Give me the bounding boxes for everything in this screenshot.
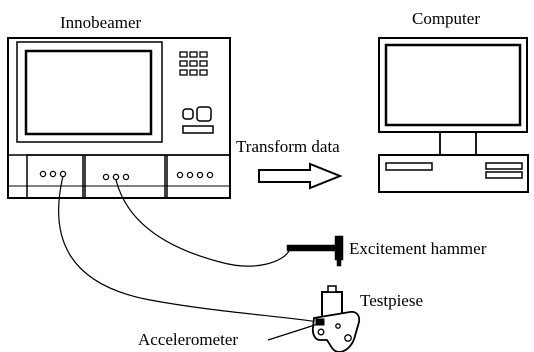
hammer-cable [115, 179, 291, 267]
connector-module-middle [84, 154, 166, 199]
accelerometer-leader-line [267, 323, 319, 341]
accelerometer-sensor [315, 318, 325, 326]
computer-drive-right-top [485, 162, 523, 170]
connector-module-left [26, 154, 84, 199]
computer-drive-left [385, 162, 433, 171]
computer-case [378, 154, 529, 193]
computer-label: Computer [412, 9, 480, 28]
transform-data-label: Transform data [236, 137, 340, 156]
hammer-tip [336, 259, 342, 267]
innobeamer-keypad [179, 51, 208, 76]
accelerometer-label: Accelerometer [138, 330, 238, 349]
computer-drive-right-bottom [485, 171, 523, 179]
hammer-label: Excitement hammer [349, 239, 487, 258]
innobeamer-screen [24, 49, 153, 136]
computer-monitor [378, 37, 528, 133]
accelerometer-cable [58, 175, 319, 323]
computer-stand [439, 131, 477, 156]
innobeamer-device [7, 37, 231, 199]
innobeamer-knob-left [182, 108, 194, 120]
testpiece-hole-mid [335, 323, 341, 329]
innobeamer-knob-right [196, 106, 212, 122]
testpiece-label: Testpiese [360, 291, 423, 310]
hammer-handle [286, 244, 336, 252]
testpiece-hole-left [317, 328, 325, 336]
connector-module-right [166, 154, 231, 199]
excitement-hammer [286, 235, 344, 267]
testpiece-cap [327, 285, 337, 293]
transfer-arrow [258, 162, 343, 190]
testpiece-hole-right [344, 334, 352, 342]
hammer-head [334, 235, 344, 261]
computer-screen [384, 43, 522, 127]
innobeamer-screen-frame [16, 41, 163, 143]
computer [378, 37, 529, 193]
innobeamer-label: Innobeamer [60, 13, 142, 32]
connector-ports [39, 170, 214, 181]
innobeamer-slot [182, 125, 214, 134]
